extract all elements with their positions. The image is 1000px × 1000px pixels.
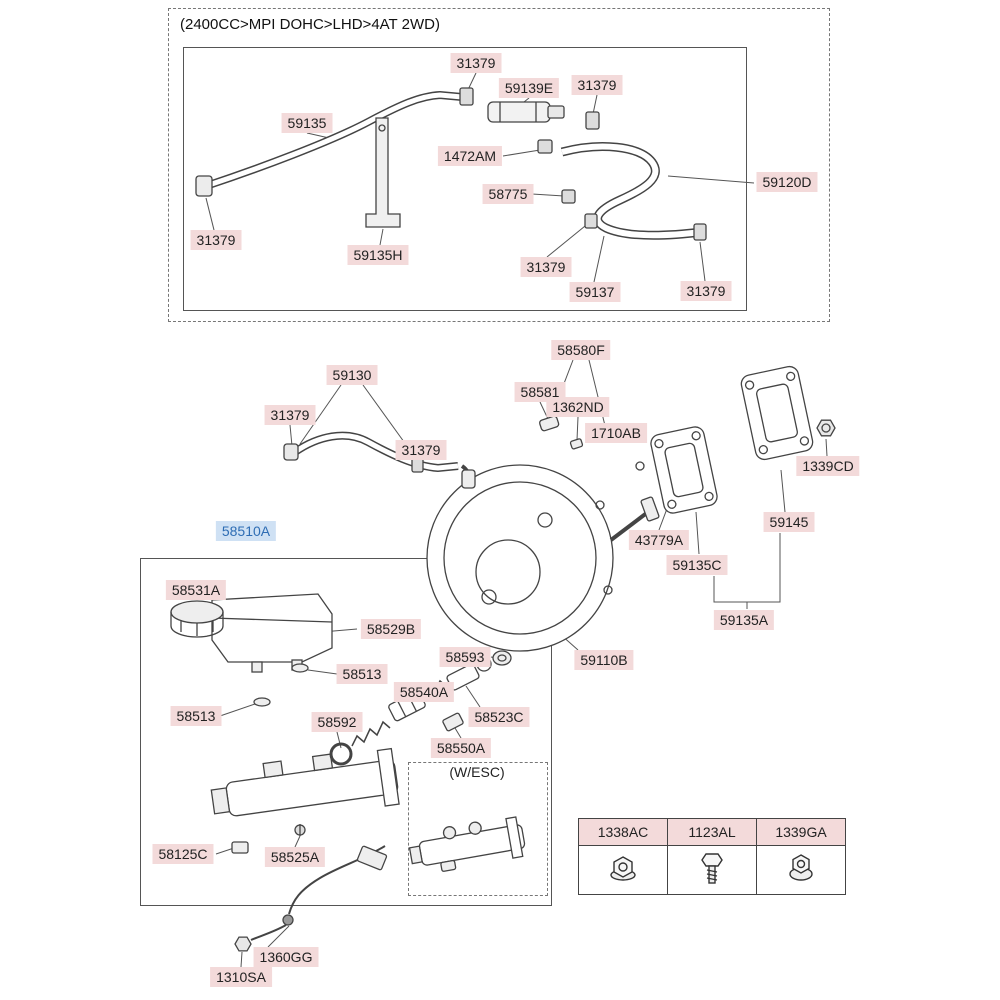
part-label-58513-a[interactable]: 58513 [336, 664, 388, 684]
hose-59130 [283, 431, 472, 483]
leader-lines [205, 72, 828, 968]
master-cylinder-box [140, 558, 552, 906]
reservoir [170, 593, 333, 707]
part-label-59110b[interactable]: 59110B [574, 650, 634, 670]
vacuum-hose-59135 [195, 87, 474, 197]
part-label-58580f[interactable]: 58580F [551, 340, 611, 360]
part-label-58593[interactable]: 58593 [439, 647, 491, 667]
fluid-sensor-wire [234, 845, 388, 952]
part-label-58540a[interactable]: 58540A [393, 682, 455, 702]
hardware-parts-table: 1338AC 1123AL 1339GA [578, 818, 846, 895]
part-label-58510a-selected[interactable]: 58510A [215, 521, 277, 541]
esc-option-title: (W/ESC) [449, 764, 505, 780]
part-label-31379-d[interactable]: 31379 [520, 257, 572, 277]
part-label-58525a[interactable]: 58525A [264, 847, 326, 867]
hardware-header-1338ac[interactable]: 1338AC [578, 818, 668, 846]
part-label-58550a[interactable]: 58550A [430, 738, 492, 758]
part-label-58523c[interactable]: 58523C [468, 707, 530, 727]
part-label-1310sa[interactable]: 1310SA [210, 967, 272, 987]
cylinder-fittings [231, 824, 306, 854]
part-label-59139e[interactable]: 59139E [498, 78, 560, 98]
fitting-59139e [487, 101, 600, 154]
part-label-58529b[interactable]: 58529B [360, 619, 422, 639]
part-label-43779a[interactable]: 43779A [628, 530, 690, 550]
part-label-31379-g[interactable]: 31379 [395, 440, 447, 460]
esc-master-cylinder [408, 816, 526, 872]
hardware-table-header-row: 1338AC 1123AL 1339GA [578, 818, 846, 846]
part-label-1360gg[interactable]: 1360GG [253, 947, 319, 967]
gasket-plate-43779a [650, 426, 718, 514]
part-label-58775[interactable]: 58775 [482, 184, 534, 204]
part-label-31379-c[interactable]: 31379 [190, 230, 242, 250]
flange-nut-icon [789, 853, 813, 881]
part-label-1339cd[interactable]: 1339CD [796, 456, 860, 476]
hardware-cell-1339ga[interactable] [756, 845, 846, 895]
part-label-31379-b[interactable]: 31379 [571, 75, 623, 95]
brake-booster [426, 464, 660, 652]
part-label-1710ab[interactable]: 1710AB [585, 423, 647, 443]
hardware-cell-1338ac[interactable] [578, 845, 668, 895]
part-label-59135a[interactable]: 59135A [713, 610, 775, 630]
check-valve-parts [539, 415, 645, 471]
part-label-31379-e[interactable]: 31379 [680, 281, 732, 301]
nut-1339cd [816, 419, 836, 437]
part-label-59137[interactable]: 59137 [569, 282, 621, 302]
hardware-header-1123al[interactable]: 1123AL [667, 818, 757, 846]
part-label-1472am[interactable]: 1472AM [437, 146, 503, 166]
hose-assembly-box [183, 47, 747, 311]
part-label-58125c[interactable]: 58125C [152, 844, 214, 864]
flange-nut-icon [610, 855, 636, 881]
variant-section-box [168, 8, 830, 322]
part-label-58531a[interactable]: 58531A [165, 580, 227, 600]
part-label-59135c[interactable]: 59135C [666, 555, 728, 575]
part-label-59120d[interactable]: 59120D [756, 172, 818, 192]
hardware-cell-1123al[interactable] [667, 845, 757, 895]
hose-59137 [560, 142, 707, 241]
bolt-icon [701, 852, 723, 884]
part-label-59135h[interactable]: 59135H [347, 245, 409, 265]
gasket-plate-59145 [740, 365, 814, 461]
part-label-31379-f[interactable]: 31379 [264, 405, 316, 425]
part-label-59145[interactable]: 59145 [763, 512, 815, 532]
part-label-31379-a[interactable]: 31379 [450, 53, 502, 73]
part-label-58592[interactable]: 58592 [311, 712, 363, 732]
part-label-59135[interactable]: 59135 [281, 113, 333, 133]
part-label-58513-b[interactable]: 58513 [170, 706, 222, 726]
variant-title: (2400CC>MPI DOHC>LHD>4AT 2WD) [180, 16, 440, 33]
master-cylinder [210, 747, 400, 817]
esc-option-box [408, 762, 548, 896]
part-label-1362nd[interactable]: 1362ND [546, 397, 610, 417]
hardware-header-1339ga[interactable]: 1339GA [756, 818, 846, 846]
bracket-59135h [365, 117, 401, 228]
part-label-59130[interactable]: 59130 [326, 365, 378, 385]
hardware-table-icon-row [578, 845, 846, 895]
